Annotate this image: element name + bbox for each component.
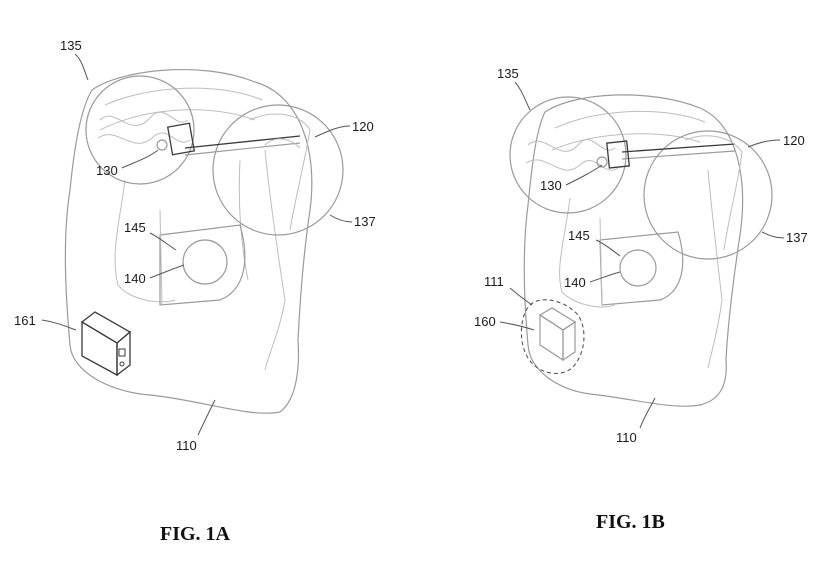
- label-120: 120: [352, 119, 374, 134]
- magnifier-137: [644, 131, 772, 259]
- heart-patch: [160, 225, 245, 305]
- lead-wire-120: [185, 136, 300, 148]
- caption-fig-1a: FIG. 1A: [160, 523, 231, 545]
- label-111: 111: [484, 274, 504, 289]
- external-device-161: [82, 312, 130, 375]
- label-135: 135: [60, 38, 82, 53]
- chest-region: [560, 198, 615, 307]
- label-160: 160: [474, 314, 496, 329]
- label-140: 140: [564, 275, 586, 290]
- magnifier-137: [213, 105, 343, 235]
- implanted-device-160: [540, 308, 575, 360]
- device-140: [183, 240, 227, 284]
- label-161: 161: [14, 313, 36, 328]
- label-137: 137: [354, 214, 376, 229]
- label-145: 145: [124, 220, 146, 235]
- label-140: 140: [124, 271, 146, 286]
- label-110: 110: [176, 438, 197, 453]
- heart-patch: [600, 232, 683, 305]
- label-110: 110: [616, 430, 637, 445]
- lead-wire-120: [622, 144, 735, 152]
- torso-outline: [65, 70, 311, 414]
- figure-1b: 135 120 130 137 145 140 111 160 110 FIG.…: [474, 66, 808, 533]
- caption-fig-1b: FIG. 1B: [596, 511, 665, 533]
- label-130: 130: [540, 178, 562, 193]
- label-120: 120: [783, 133, 805, 148]
- label-145: 145: [568, 228, 590, 243]
- label-135: 135: [497, 66, 519, 81]
- figure-1a: 135 120 130 137 145 140 161 110 FIG. 1A: [14, 38, 376, 545]
- device-140: [620, 250, 656, 286]
- label-130: 130: [96, 163, 118, 178]
- label-137: 137: [786, 230, 808, 245]
